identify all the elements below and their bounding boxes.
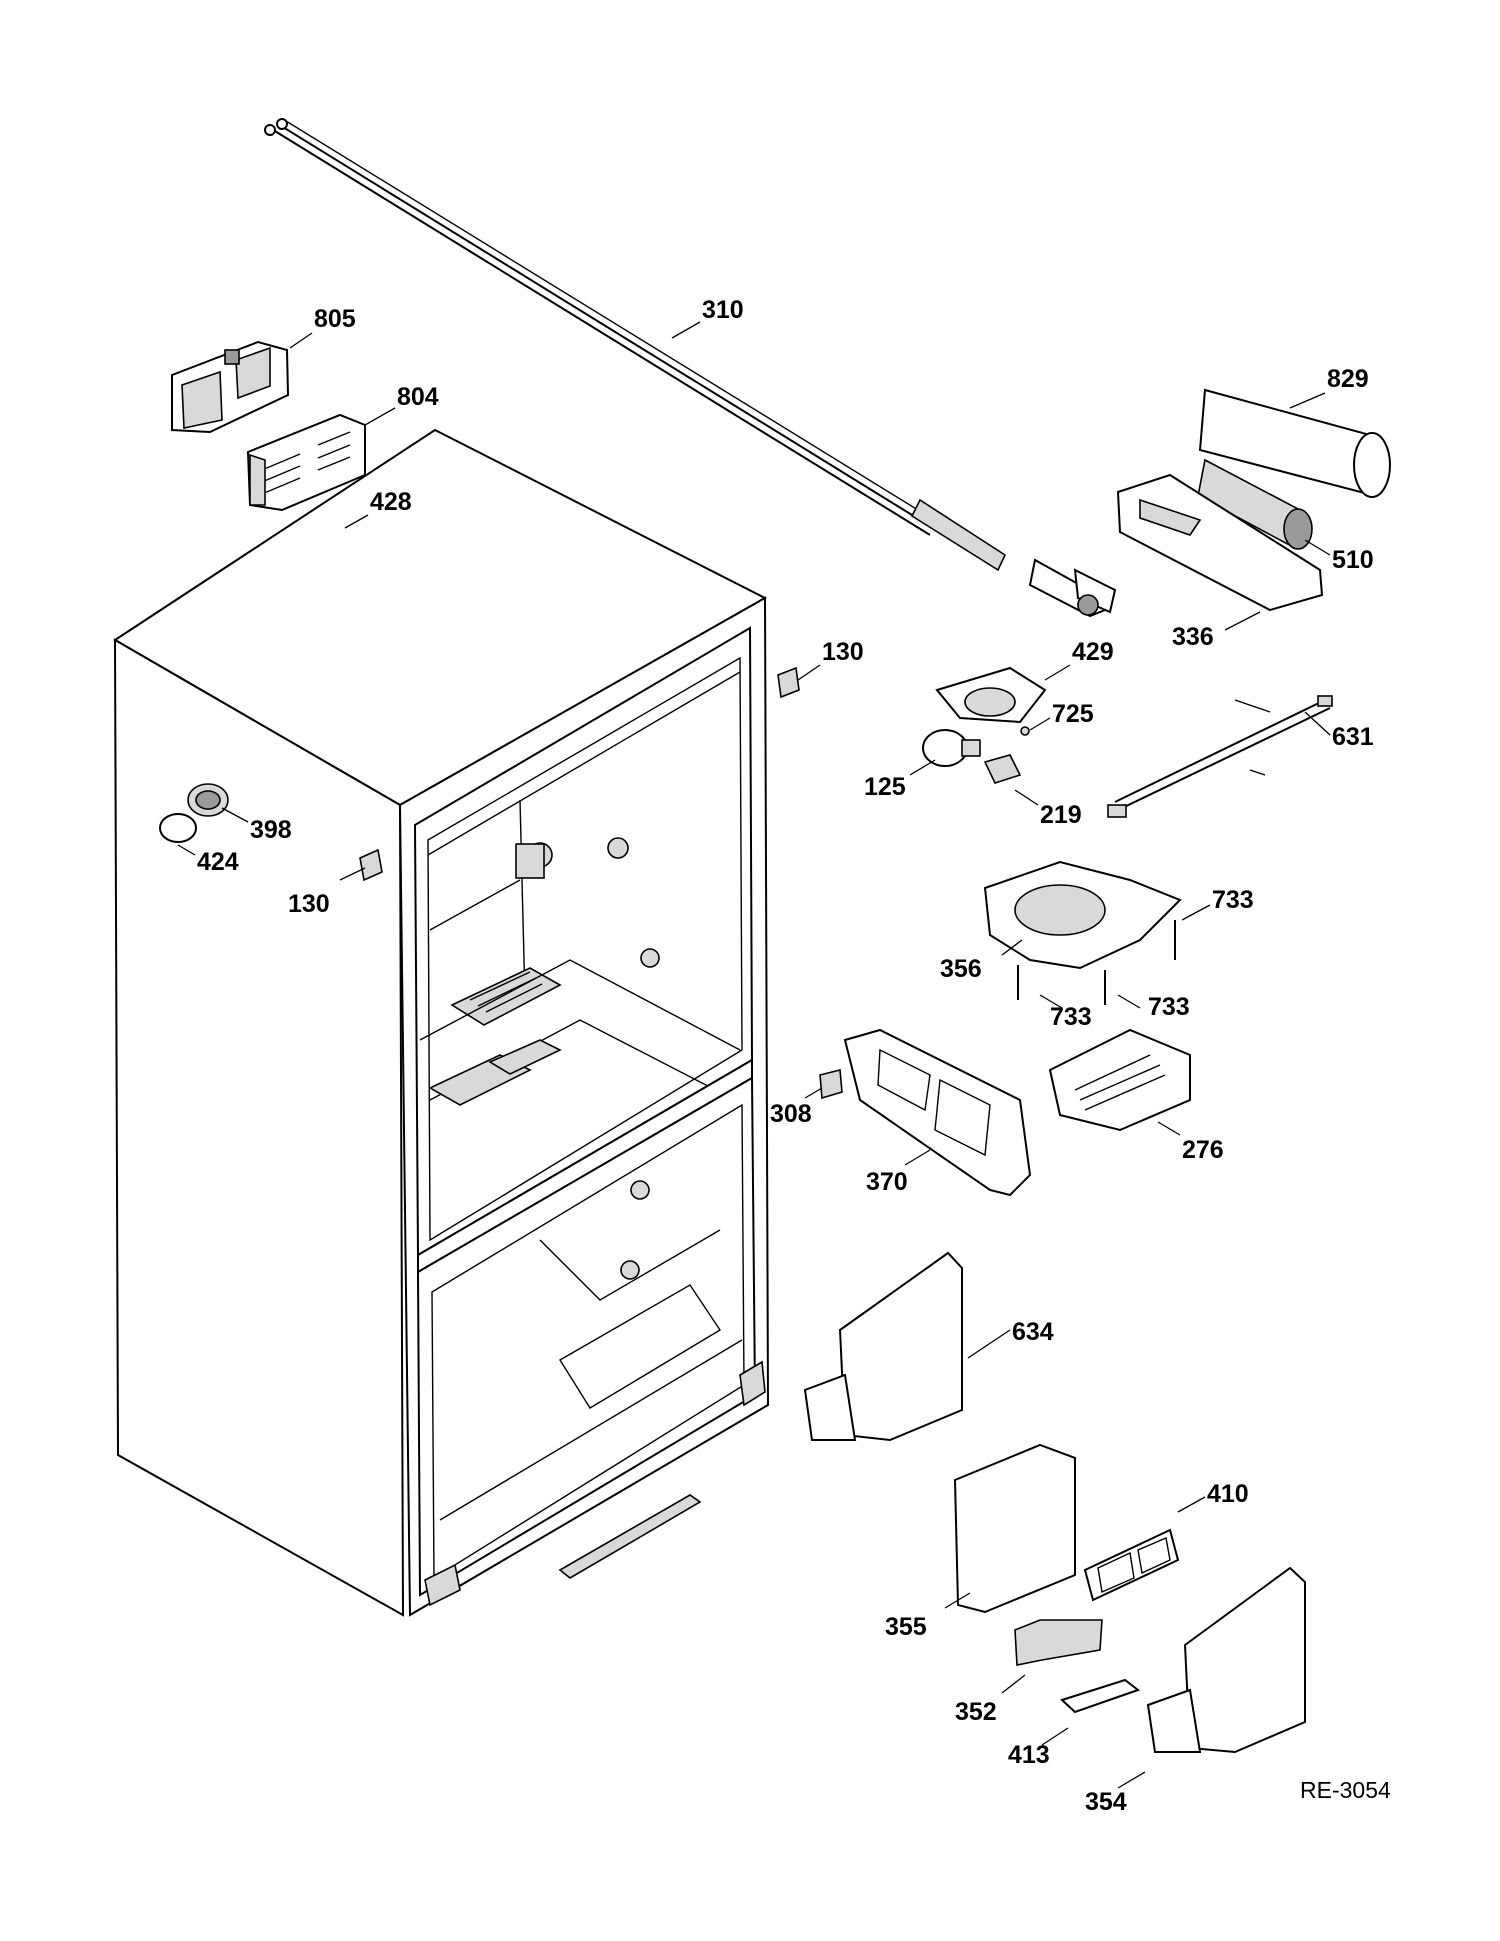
fan-housing-356	[983, 860, 1182, 970]
label-130-side: 130	[288, 890, 330, 918]
part-352	[1014, 1619, 1103, 1666]
label-733-c: 733	[1148, 993, 1190, 1021]
refrigerator-cabinet	[113, 428, 770, 1617]
label-631: 631	[1332, 723, 1374, 751]
label-219: 219	[1040, 801, 1082, 829]
drawing-id: RE-3054	[1300, 1777, 1391, 1803]
vent-398	[187, 783, 229, 817]
filter-housing-336	[1116, 473, 1324, 612]
switch-130-front	[777, 666, 800, 699]
label-355: 355	[885, 1613, 927, 1641]
leader-lines	[177, 321, 1331, 1789]
label-424: 424	[197, 848, 239, 876]
wire-harness-631	[1107, 695, 1333, 818]
label-354: 354	[1085, 1788, 1127, 1816]
label-510: 510	[1332, 546, 1374, 574]
label-398: 398	[250, 816, 292, 844]
filter-510	[1197, 458, 1313, 550]
cover-354	[1146, 1566, 1306, 1754]
label-428: 428	[370, 488, 412, 516]
label-634: 634	[1012, 1318, 1054, 1346]
label-725: 725	[1052, 700, 1094, 728]
label-413: 413	[1008, 1741, 1050, 1769]
label-805: 805	[314, 305, 356, 333]
part-labels: 310 805 804 428 829 510 336 130 429 725 …	[197, 296, 1391, 1816]
label-352: 352	[955, 1698, 997, 1726]
gasket-413	[1060, 1678, 1141, 1714]
water-tube-310	[264, 118, 1117, 618]
light-bulb-125	[922, 729, 981, 767]
gasket-410	[1083, 1528, 1180, 1602]
duct-370	[843, 1028, 1032, 1197]
filter-cover-829	[1198, 388, 1391, 498]
label-829: 829	[1327, 365, 1369, 393]
cover-634	[803, 1251, 963, 1442]
label-804: 804	[397, 383, 439, 411]
label-410: 410	[1207, 1480, 1249, 1508]
label-130-front: 130	[822, 638, 864, 666]
label-733-b: 733	[1050, 1003, 1092, 1031]
label-310: 310	[702, 296, 744, 324]
label-429: 429	[1072, 638, 1114, 666]
screws-733	[1017, 920, 1176, 1005]
switch-130-side	[359, 848, 383, 882]
plate-424	[159, 813, 197, 843]
socket-219	[983, 754, 1022, 784]
cover-355	[953, 1443, 1076, 1614]
vent-cover-804	[246, 413, 366, 512]
thermistor-308	[819, 1068, 843, 1100]
light-shield-429	[935, 666, 1047, 724]
fan-cover-276	[1048, 1028, 1191, 1132]
label-733-a: 733	[1212, 886, 1254, 914]
label-356: 356	[940, 955, 982, 983]
label-125: 125	[864, 773, 906, 801]
label-308: 308	[770, 1100, 812, 1128]
label-336: 336	[1172, 623, 1214, 651]
label-276: 276	[1182, 1136, 1224, 1164]
bracket-805	[171, 340, 290, 434]
label-370: 370	[866, 1168, 908, 1196]
screw-725	[1020, 726, 1030, 736]
